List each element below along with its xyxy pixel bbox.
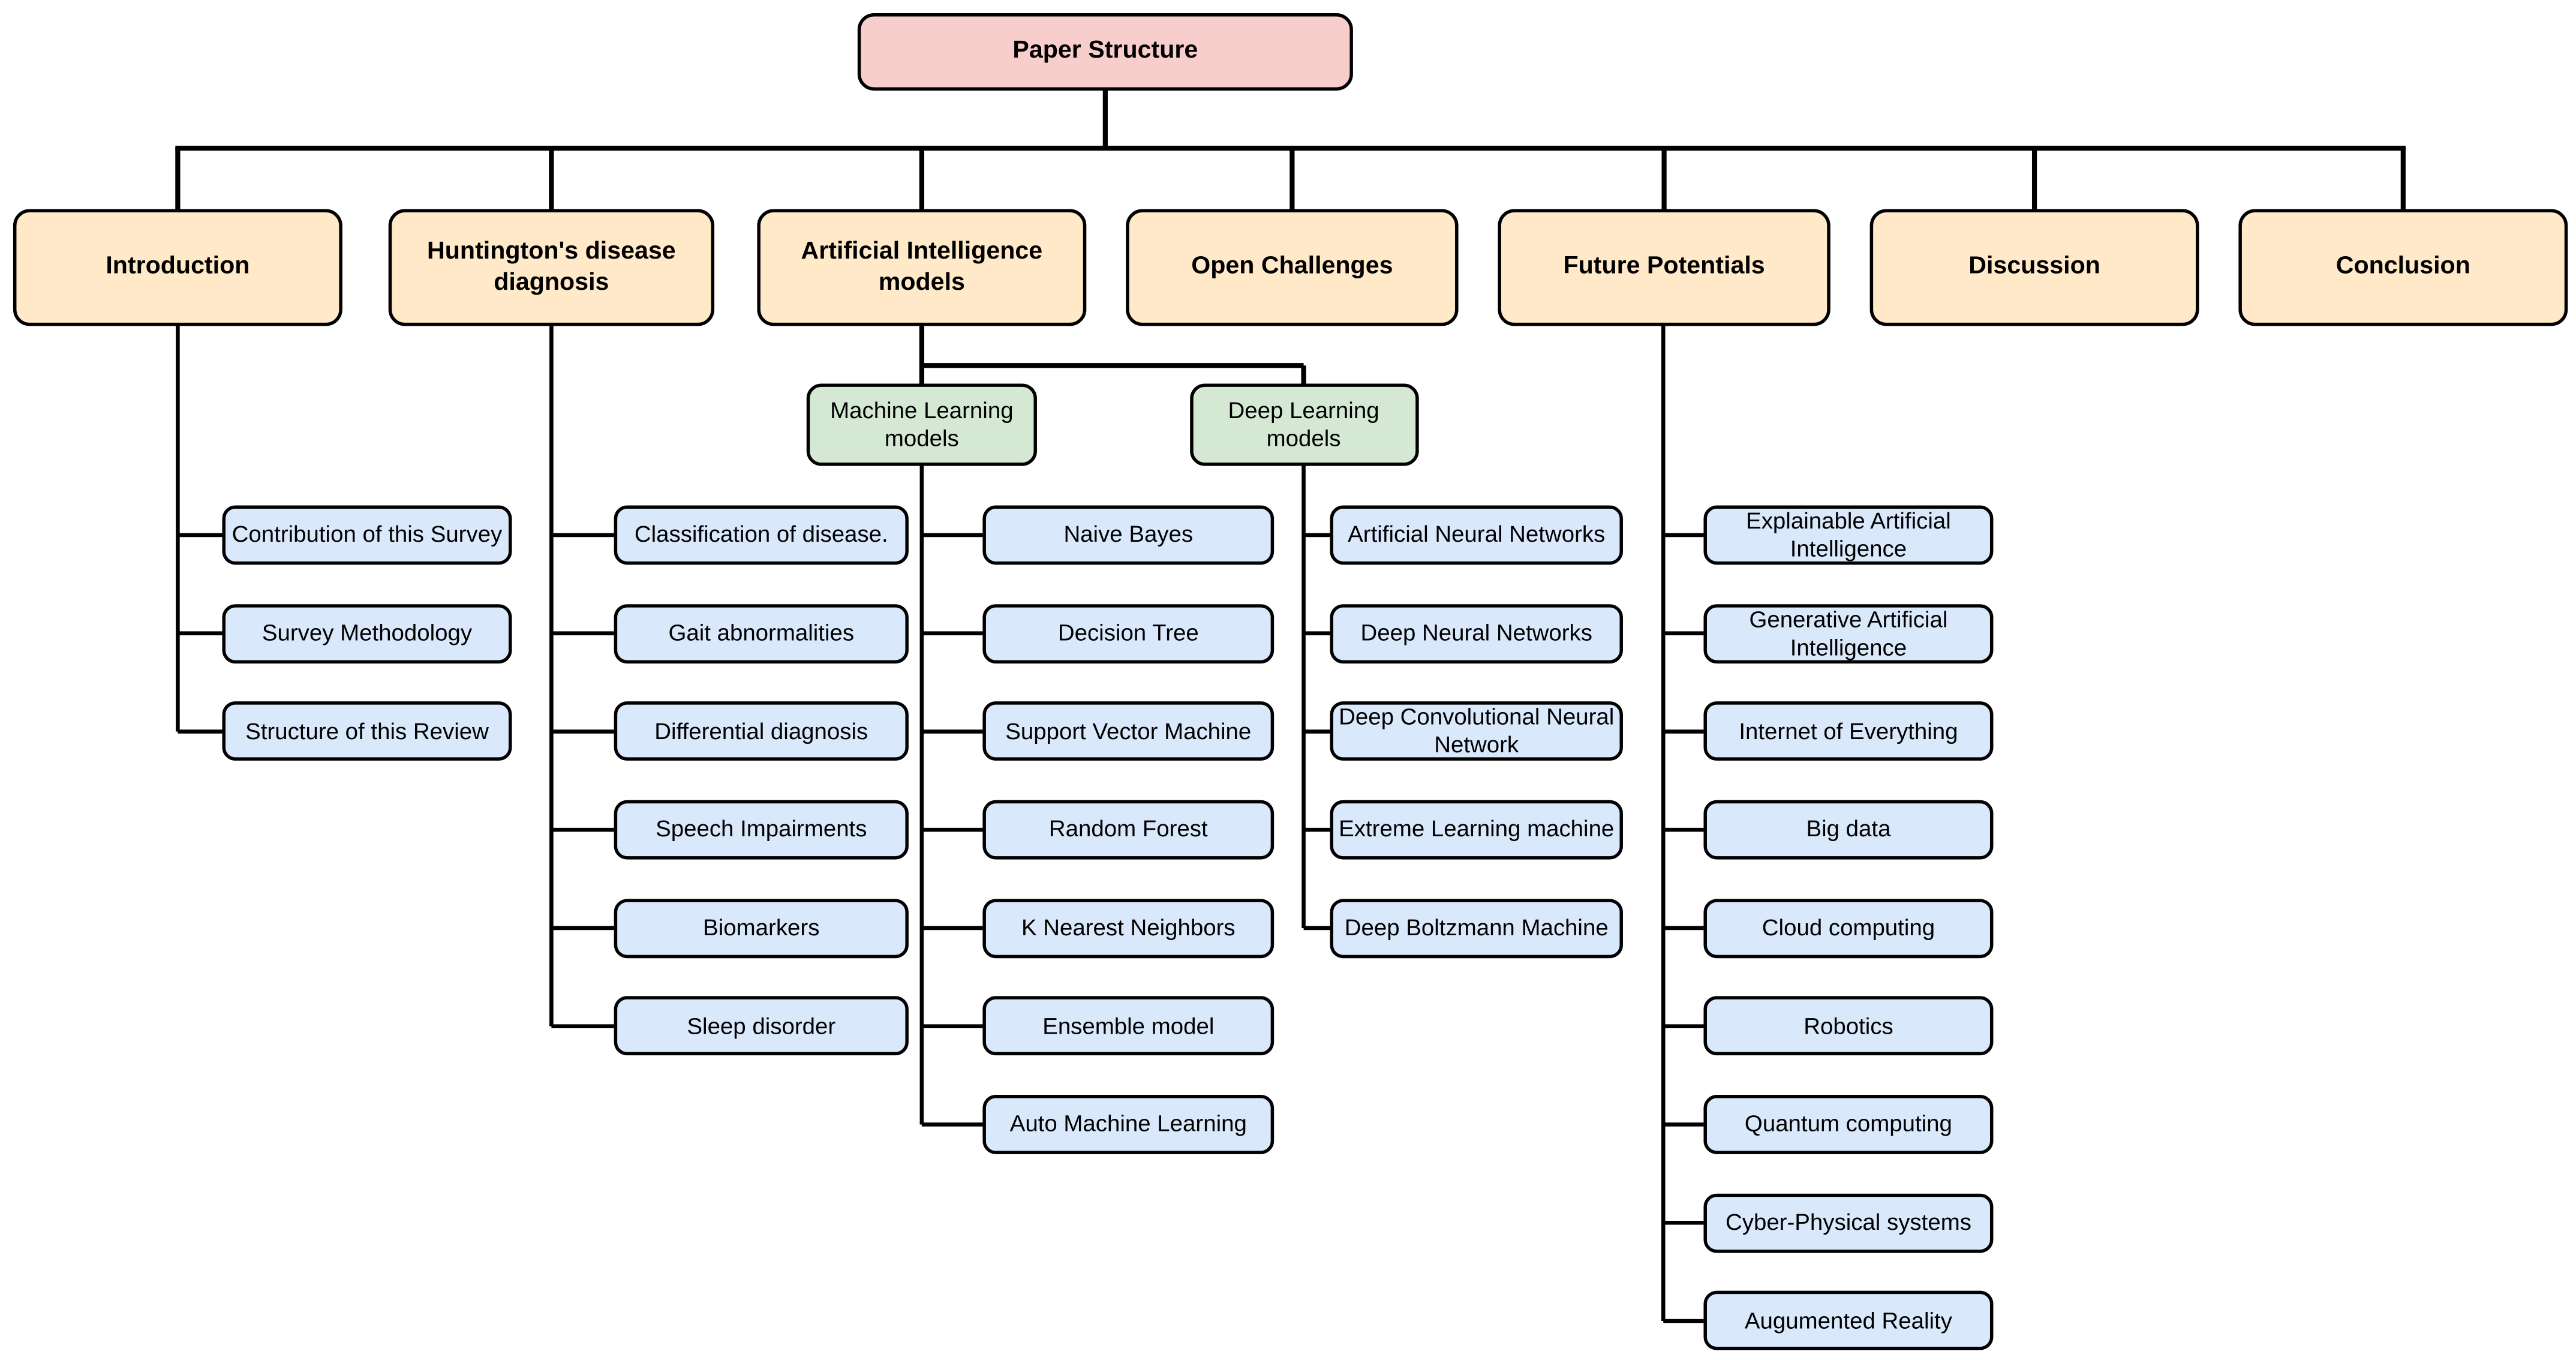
root-node-paper-structure: Paper Structure bbox=[857, 13, 1353, 91]
leaf-node-future-potentials-3: Big data bbox=[1703, 800, 1994, 860]
section-node-future: Future Potentials bbox=[1498, 209, 1830, 326]
section-node-open: Open Challenges bbox=[1126, 209, 1459, 326]
leaf-node-machine-learning-2: Support Vector Machine bbox=[982, 702, 1275, 761]
leaf-node-deep-learning-4: Deep Boltzmann Machine bbox=[1330, 898, 1623, 958]
leaf-node-future-potentials-0: Explainable Artificial Intelligence bbox=[1703, 505, 1994, 565]
subgroup-node-deep-learning: Deep Learning models bbox=[1189, 383, 1418, 466]
section-node-discussion: Discussion bbox=[1869, 209, 2199, 326]
section-node-conclusion: Conclusion bbox=[2238, 209, 2568, 326]
leaf-node-huntington-1: Gait abnormalities bbox=[614, 604, 909, 664]
leaf-node-machine-learning-1: Decision Tree bbox=[982, 604, 1275, 664]
leaf-node-machine-learning-6: Auto Machine Learning bbox=[982, 1095, 1275, 1154]
section-node-ai: Artificial Intelligence models bbox=[757, 209, 1087, 326]
leaf-node-machine-learning-5: Ensemble model bbox=[982, 996, 1275, 1056]
leaf-node-future-potentials-1: Generative Artificial Intelligence bbox=[1703, 604, 1994, 664]
leaf-node-machine-learning-3: Random Forest bbox=[982, 800, 1275, 860]
leaf-node-huntington-5: Sleep disorder bbox=[614, 996, 909, 1056]
leaf-node-introduction-0: Contribution of this Survey bbox=[222, 505, 512, 565]
leaf-node-machine-learning-0: Naive Bayes bbox=[982, 505, 1275, 565]
leaf-node-future-potentials-7: Cyber-Physical systems bbox=[1703, 1193, 1994, 1253]
section-node-introduction: Introduction bbox=[13, 209, 342, 326]
leaf-node-huntington-3: Speech Impairments bbox=[614, 800, 909, 860]
subgroup-node-machine-learning: Machine Learning models bbox=[806, 383, 1037, 466]
leaf-node-huntington-0: Classification of disease. bbox=[614, 505, 909, 565]
leaf-node-deep-learning-2: Deep Convolutional Neural Network bbox=[1330, 702, 1623, 761]
leaf-node-deep-learning-0: Artificial Neural Networks bbox=[1330, 505, 1623, 565]
leaf-node-future-potentials-6: Quantum computing bbox=[1703, 1095, 1994, 1154]
leaf-node-deep-learning-1: Deep Neural Networks bbox=[1330, 604, 1623, 664]
leaf-node-introduction-2: Structure of this Review bbox=[222, 702, 512, 761]
leaf-node-future-potentials-4: Cloud computing bbox=[1703, 898, 1994, 958]
leaf-node-machine-learning-4: K Nearest Neighbors bbox=[982, 898, 1275, 958]
leaf-node-huntington-4: Biomarkers bbox=[614, 898, 909, 958]
leaf-node-huntington-2: Differential diagnosis bbox=[614, 702, 909, 761]
leaf-node-future-potentials-2: Internet of Everything bbox=[1703, 702, 1994, 761]
section-node-huntington: Huntington's disease diagnosis bbox=[388, 209, 715, 326]
leaf-node-introduction-1: Survey Methodology bbox=[222, 604, 512, 664]
leaf-node-future-potentials-8: Augumented Reality bbox=[1703, 1291, 1994, 1351]
leaf-node-future-potentials-5: Robotics bbox=[1703, 996, 1994, 1056]
leaf-node-deep-learning-3: Extreme Learning machine bbox=[1330, 800, 1623, 860]
